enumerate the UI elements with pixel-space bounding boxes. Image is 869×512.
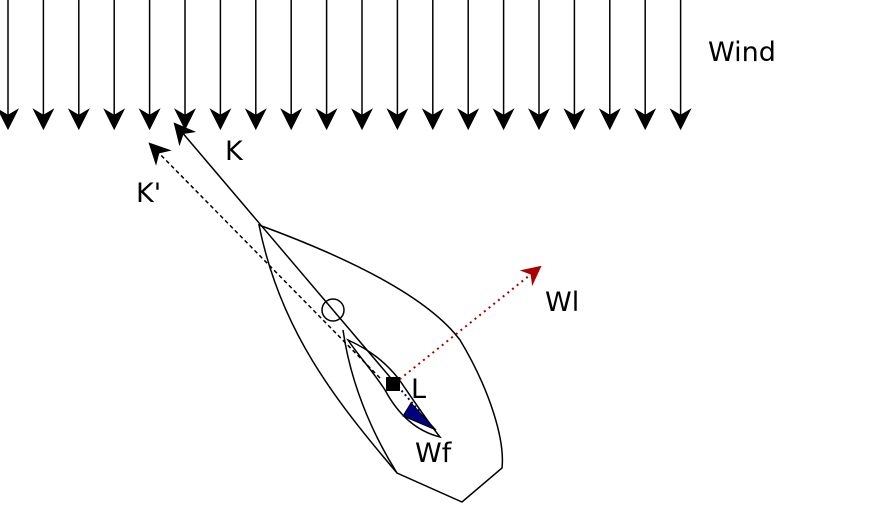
k-vector [173, 122, 396, 384]
wind-label: Wind [708, 37, 776, 68]
boat-hull [258, 223, 504, 503]
sail [345, 338, 442, 439]
wl-label: Wl [545, 287, 579, 318]
k-prime-label: K' [136, 178, 161, 209]
deck-line [342, 329, 398, 474]
wf-label: Wf [415, 438, 453, 469]
l-label: L [411, 374, 426, 405]
wl-vector [394, 265, 542, 384]
l-point-marker [386, 377, 400, 391]
wf-arrowhead [402, 402, 437, 431]
k-label: K [225, 136, 244, 167]
k-prime-vector [148, 142, 381, 379]
mast-circle [321, 298, 345, 322]
wind-arrows [0, 0, 692, 131]
